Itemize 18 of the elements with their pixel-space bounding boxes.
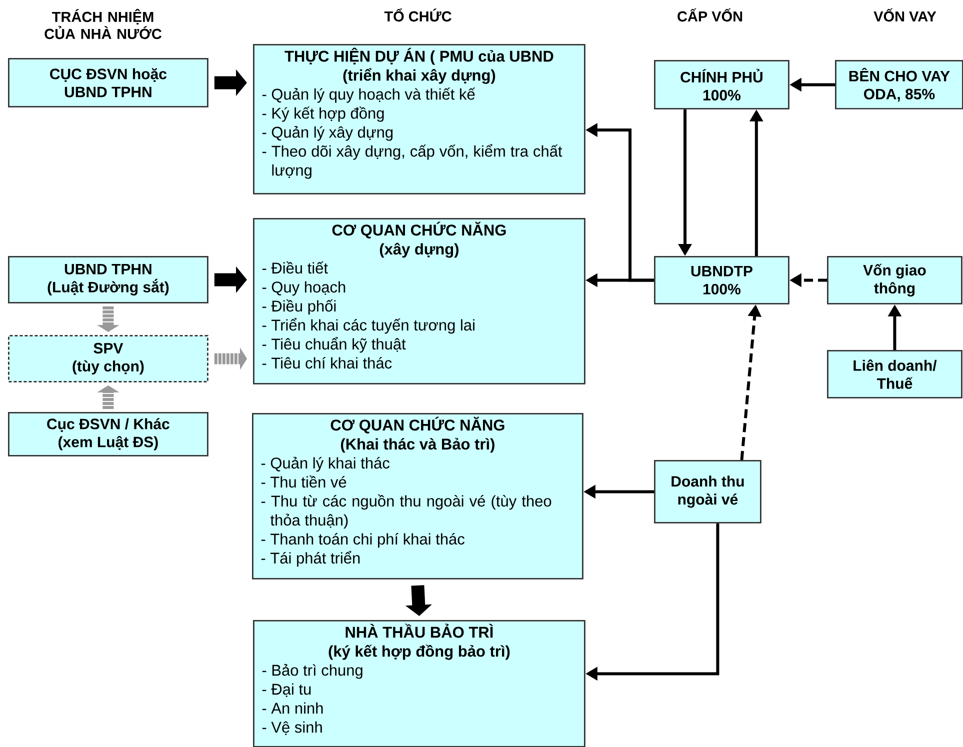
process-box: UBND TPHN (Luật Đường sắt) [8,256,208,304]
process-box: CỤC ĐSVN hoặc UBND TPHN [8,58,208,108]
process-box: UBNDTP 100% [654,256,790,304]
process-box: THỰC HIỆN DỰ ÁN ( PMU của UBND (triển khai xây dựng) - Quản lý quy hoạch và thiết kế - Ký kết hợp đồng - Quản lý xây dựng - Theo dõi xây dựng, cấp vốn, kiểm tra chất lượng [253,44,586,194]
process-box: Liên doanh/ Thuế [827,350,962,398]
column-heading: TỔ CHỨC [384,8,452,22]
process-box: Cục ĐSVN / Khác (xem Luật ĐS) [8,412,208,456]
process-box: CƠ QUAN CHỨC NĂNG (xây dựng) - Điều tiết - Quy hoạch - Điều phối - Triển khai các tuyến tương lai - Tiêu chuẩn kỹ thuật - Tiêu chí khai thác [253,218,586,384]
process-box: Doanh thu ngoài vé [654,460,762,524]
process-box: Vốn giao thông [827,256,962,304]
process-box: CƠ QUAN CHỨC NĂNG (Khai thác và Bảo trì) - Quản lý khai thác - Thu tiền vé - Thu từ các nguồn thu ngoài vé (tùy theo thỏa thuận) - Thanh toán chi phí khai thác - Tái phát triển [252,413,584,580]
column-heading: TRÁCH NHIỆM CỦA NHÀ NƯỚC [44,8,162,40]
process-box: NHÀ THẦU BẢO TRÌ (ký kết hợp đồng bảo trì) - Bảo trì chung - Đại tu - An ninh - Vệ sinh [253,620,586,747]
process-box: CHÍNH PHỦ 100% [654,60,790,110]
column-heading: VỐN VAY [874,8,936,22]
process-box: SPV (tùy chọn) [8,335,208,382]
column-heading: CẤP VỐN [678,8,742,22]
process-box: BÊN CHO VAY ODA, 85% [835,60,963,110]
